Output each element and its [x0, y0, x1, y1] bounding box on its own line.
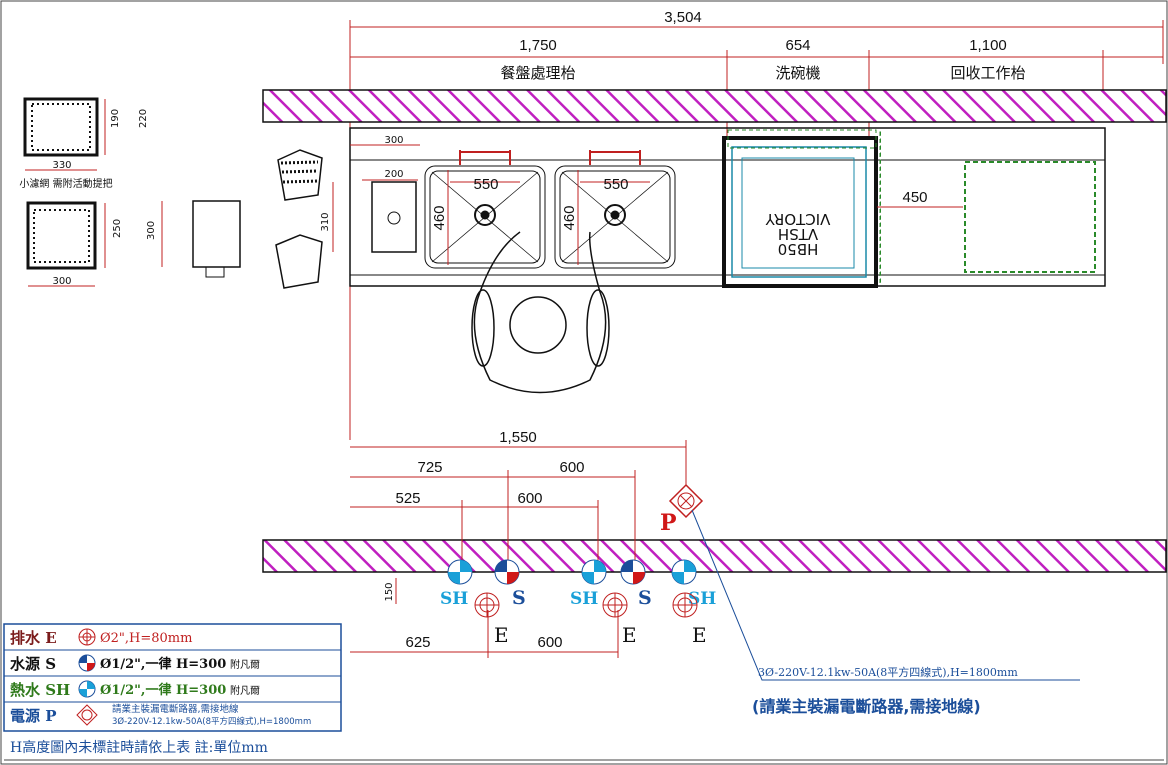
power-note-spec: 3Ø-220V-12.1kw-50A(8平方四線式),H=1800mm — [758, 665, 1018, 679]
legend-power-label: 電源 P — [10, 707, 57, 725]
sink1-depth: 460 — [431, 205, 448, 230]
legend-drain-icon — [78, 628, 96, 646]
dim-525: 525 — [395, 490, 420, 507]
legend-drain-spec: Ø2",H=80mm — [100, 631, 192, 646]
e-label-3: E — [692, 623, 707, 647]
basket-w2: 300 — [52, 276, 71, 287]
recycle-area — [877, 131, 1096, 285]
basket-detail-top — [23, 97, 106, 171]
legend-box — [3, 623, 342, 732]
legend-power-icon — [76, 704, 98, 726]
dim-200: 200 — [384, 169, 403, 180]
s-label-1: S — [512, 587, 526, 609]
legend-hot-label: 熱水 SH — [10, 681, 70, 699]
p-label: P — [660, 510, 677, 536]
dishwasher-brand: VICTORY — [765, 210, 831, 228]
hot-water-point-3 — [671, 559, 697, 585]
dim-600-c: 600 — [537, 634, 562, 651]
legend-drain-label: 排水 E — [10, 629, 57, 647]
dim-150: 150 — [384, 582, 395, 601]
dim-zone2: 654 — [785, 37, 810, 54]
legend-water-spec: Ø1/2",一律 H=300 — [100, 656, 226, 672]
bottom-dimensions — [350, 440, 687, 658]
basket-h3: 250 — [112, 219, 123, 238]
dim-300: 300 — [384, 135, 403, 146]
legend-water-extra: 附凡爾 — [230, 658, 260, 671]
dim-725: 725 — [417, 459, 442, 476]
legend-footer-note: H高度圖內未標註時請依上表 註:單位mm — [10, 739, 268, 756]
sh-label-1: SH — [440, 589, 468, 609]
dishwasher — [722, 129, 878, 288]
dishwasher-model1: VTSH — [778, 225, 818, 243]
sh-label-2: SH — [570, 589, 598, 609]
legend-hot-extra: 附凡爾 — [230, 684, 260, 697]
power-leader-line — [691, 509, 1080, 681]
legend-hot-icon — [78, 680, 96, 698]
sink1-width: 550 — [473, 176, 498, 193]
zone1-label: 餐盤處理枱 — [500, 64, 575, 82]
e-label-1: E — [494, 623, 509, 647]
top-wall — [262, 89, 1167, 123]
dim-zone3: 1,100 — [969, 37, 1007, 54]
legend-power-spec2: 3Ø-220V-12.1kw-50A(8平方四線式),H=1800mm — [112, 716, 311, 727]
water-point-1 — [494, 559, 520, 585]
sink-1 — [424, 150, 546, 269]
dim-600-a: 600 — [559, 459, 584, 476]
zone2-label: 洗碗機 — [775, 64, 820, 82]
basket-h2: 220 — [138, 109, 149, 128]
dim-450: 450 — [902, 189, 927, 206]
sink2-width: 550 — [603, 176, 628, 193]
top-dimensions — [349, 20, 1164, 440]
zone3-label: 回收工作枱 — [950, 64, 1025, 82]
small-sink — [332, 144, 420, 253]
dim-total: 3,504 — [664, 9, 702, 26]
power-point — [668, 483, 704, 519]
e-label-2: E — [622, 623, 637, 647]
basket-w1: 330 — [52, 160, 71, 171]
legend-power-spec1: 請業主裝漏電斷路器,需接地線 — [112, 703, 239, 715]
basket-detail-bottom — [26, 201, 106, 287]
dim-1550: 1,550 — [499, 429, 537, 446]
dishwasher-model2: HB50 — [778, 240, 819, 258]
legend-hot-spec: Ø1/2",一律 H=300 — [100, 682, 226, 698]
hot-water-point-1 — [447, 559, 473, 585]
dim-zone1: 1,750 — [519, 37, 557, 54]
legend-water-label: 水源 S — [10, 655, 56, 673]
dim-310: 310 — [320, 212, 331, 231]
sh-label-3: SH — [688, 589, 716, 609]
drain-point-2 — [602, 592, 628, 618]
side-box — [192, 200, 241, 268]
dim-625: 625 — [405, 634, 430, 651]
basket-note: 小濾網 需附活動提把 — [19, 177, 112, 190]
person-figure — [471, 231, 610, 394]
iso-basket — [275, 149, 323, 289]
water-point-2 — [620, 559, 646, 585]
legend-water-icon — [78, 654, 96, 672]
bottom-wall — [262, 539, 1167, 573]
hot-water-point-2 — [581, 559, 607, 585]
sink2-depth: 460 — [561, 205, 578, 230]
dim-600-b: 600 — [517, 490, 542, 507]
drain-point-1 — [474, 592, 500, 618]
drain-point-3 — [672, 592, 698, 618]
power-note-warning: (請業主裝漏電斷路器,需接地線) — [752, 697, 981, 716]
s-label-2: S — [638, 587, 652, 609]
sink-2 — [554, 150, 676, 269]
basket-h1: 190 — [110, 109, 121, 128]
box-height: 300 — [146, 221, 157, 240]
